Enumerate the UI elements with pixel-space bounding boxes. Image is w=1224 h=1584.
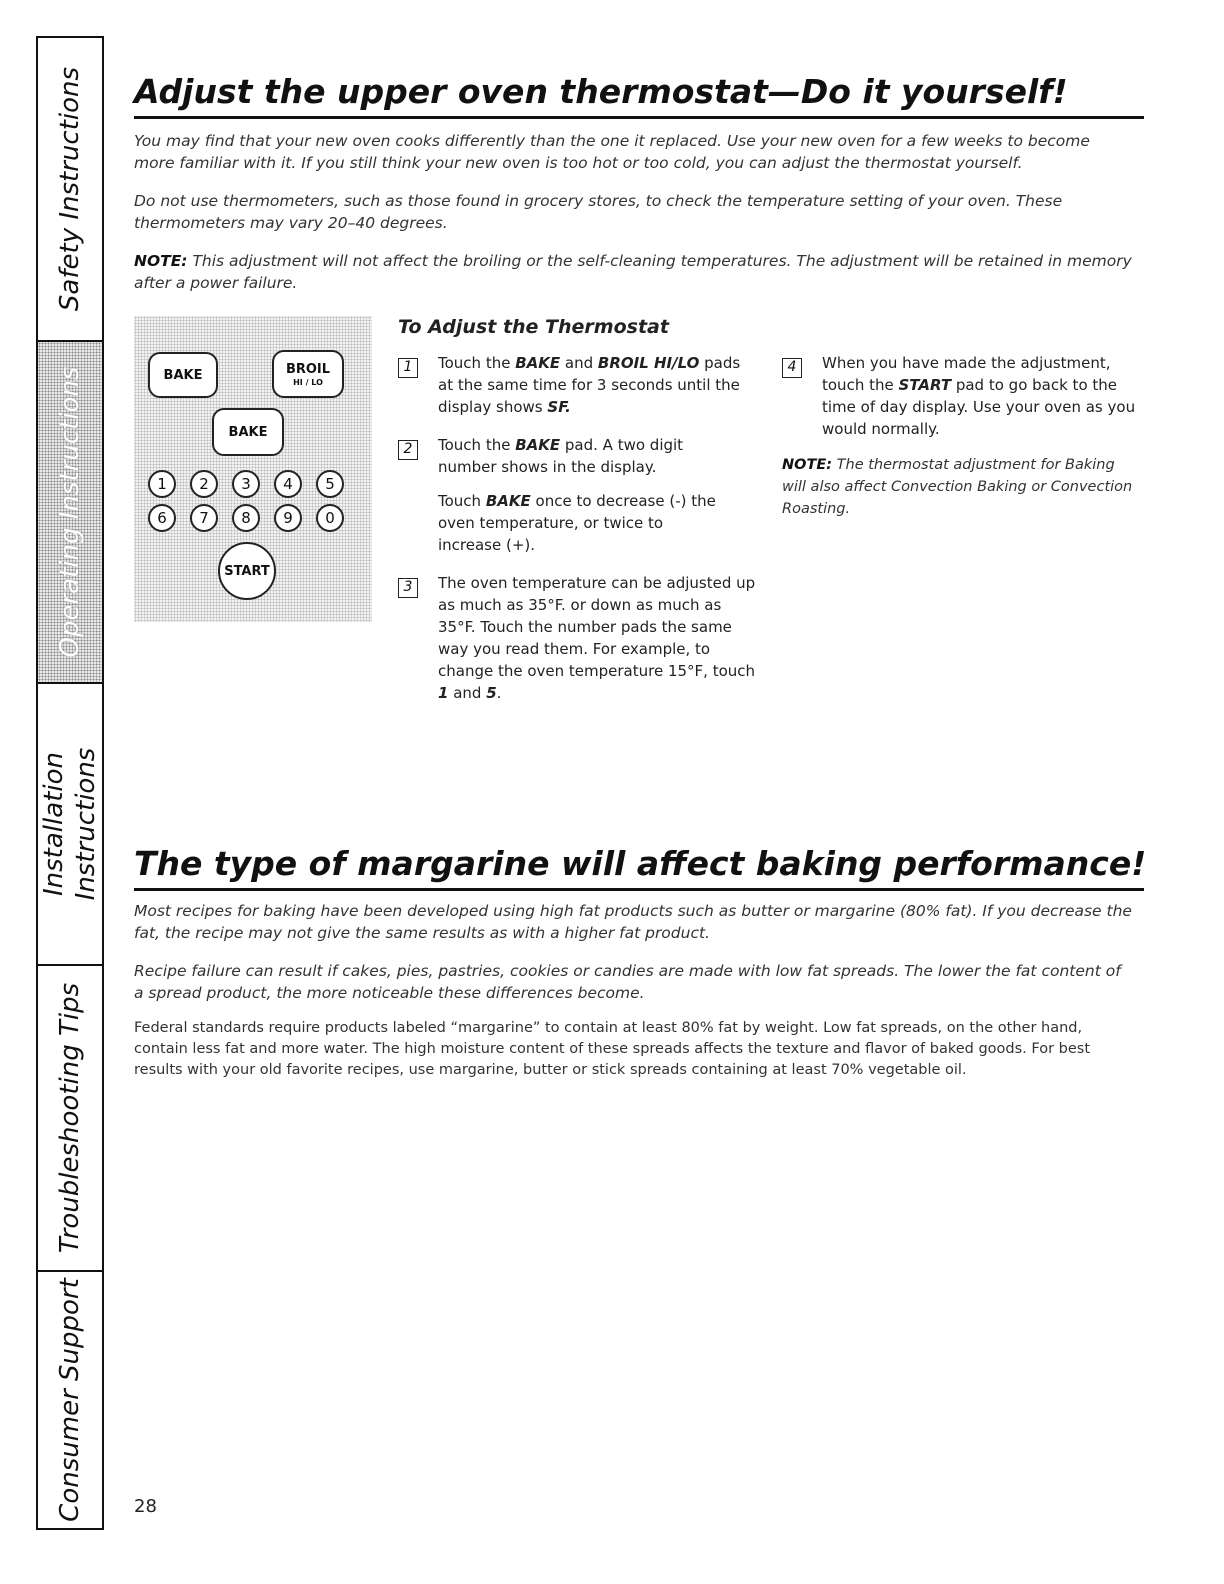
step-3-five: 5 xyxy=(486,684,497,702)
step-2-subtext-bake: BAKE xyxy=(485,492,531,510)
step-2-text: Touch the BAKE pad. A two digit number s… xyxy=(438,434,728,478)
tab-installation-instructions[interactable]: Installation Instructions xyxy=(38,684,102,966)
number-pad-2: 2 xyxy=(190,470,218,498)
number-pad-0: 0 xyxy=(316,504,344,532)
step-3-number: 3 xyxy=(398,578,418,598)
section1-note-text: This adjustment will not affect the broi… xyxy=(134,252,1132,292)
number-pad-1: 1 xyxy=(148,470,176,498)
tab-troubleshooting-tips[interactable]: Troubleshooting Tips xyxy=(38,966,102,1272)
step-1-text-c: and xyxy=(560,354,598,372)
step-1-broil: BROIL HI/LO xyxy=(597,354,700,372)
number-pad-4: 4 xyxy=(274,470,302,498)
step-1-text-a: Touch the xyxy=(438,354,516,372)
tab-installation-line2: Instructions xyxy=(71,747,101,901)
step-1-text-e: pads at the same time for 3 seconds unti… xyxy=(438,354,741,416)
section2-para3: Federal standards require products label… xyxy=(134,1020,1091,1078)
tab-operating-instructions[interactable]: Operating Instructions xyxy=(38,342,102,684)
tab-safety-instructions[interactable]: Safety Instructions xyxy=(38,38,102,342)
tab-safety-label: Safety Instructions xyxy=(55,66,85,312)
section2-title: The type of margarine will affect baking… xyxy=(134,844,1147,883)
tab-operating-label: Operating Instructions xyxy=(55,366,85,658)
step-4-number: 4 xyxy=(782,358,802,378)
tab-consumer-support[interactable]: Consumer Support xyxy=(38,1272,102,1528)
step-2-subtext-c: once to decrease (-) the oven temperatur… xyxy=(438,492,716,554)
step-2-number: 2 xyxy=(398,440,418,460)
tab-installation-label: Installation Instructions xyxy=(38,748,102,901)
bake-pad-label: BAKE xyxy=(163,367,203,383)
number-pad-9: 9 xyxy=(274,504,302,532)
control-panel-illustration: BAKE BROIL HI / LO BAKE 1 2 3 4 5 6 7 8 … xyxy=(134,316,372,622)
steps-note-text: The thermostat adjustment for Baking wil… xyxy=(782,457,1133,517)
section1-para2: Do not use thermometers, such as those f… xyxy=(134,192,1063,232)
step-3-text-c: and xyxy=(448,684,487,702)
step-2-text-c: pad. A two digit number shows in the dis… xyxy=(438,436,684,476)
step-4-start: START xyxy=(898,376,952,394)
steps-note-label: NOTE: xyxy=(782,457,833,473)
start-pad: START xyxy=(218,542,276,600)
steps-note: NOTE: The thermostat adjustment for Baki… xyxy=(782,454,1142,520)
step-4-text-a: When you have made the adjustment, touch… xyxy=(822,354,1111,394)
number-pad-5: 5 xyxy=(316,470,344,498)
steps-heading: To Adjust the Thermostat xyxy=(398,316,669,338)
step-4-text-c: pad to go back to the time of day displa… xyxy=(822,376,1136,438)
section1-note: NOTE: This adjustment will not affect th… xyxy=(134,250,1134,294)
broil-pad-sublabel: HI / LO xyxy=(293,377,323,387)
step-1-number: 1 xyxy=(398,358,418,378)
section1-title: Adjust the upper oven thermostat—Do it y… xyxy=(134,72,1068,111)
tab-troubleshooting-label: Troubleshooting Tips xyxy=(55,982,85,1254)
section2-rule xyxy=(134,888,1144,891)
section1-para1: You may find that your new oven cooks di… xyxy=(134,132,1090,172)
step-2-subtext-a: Touch xyxy=(438,492,486,510)
section2-para2: Recipe failure can result if cakes, pies… xyxy=(134,962,1121,1002)
number-pad-8: 8 xyxy=(232,504,260,532)
bake-pad-secondary: BAKE xyxy=(212,408,284,456)
number-pad-3: 3 xyxy=(232,470,260,498)
step-3-text-e: . xyxy=(496,684,502,702)
tab-installation-line1: Installation xyxy=(39,751,69,897)
bake-pad-secondary-label: BAKE xyxy=(228,424,268,440)
step-1-sf: SF. xyxy=(547,398,571,416)
number-pad-7: 7 xyxy=(190,504,218,532)
section1-note-label: NOTE: xyxy=(134,252,188,270)
step-1-text: Touch the BAKE and BROIL HI/LO pads at t… xyxy=(438,352,758,418)
step-3-one: 1 xyxy=(438,684,449,702)
bake-pad: BAKE xyxy=(148,352,218,398)
section2-para1: Most recipes for baking have been develo… xyxy=(134,902,1132,942)
side-tab-strip: Safety Instructions Operating Instructio… xyxy=(36,36,104,1530)
step-3-text: The oven temperature can be adjusted up … xyxy=(438,572,758,704)
step-4-text: When you have made the adjustment, touch… xyxy=(822,352,1138,440)
broil-pad-label: BROIL xyxy=(285,361,331,377)
broil-pad: BROIL HI / LO xyxy=(272,350,344,398)
step-2-bake: BAKE xyxy=(515,436,561,454)
start-pad-label: START xyxy=(224,563,270,579)
step-2-subtext: Touch BAKE once to decrease (-) the oven… xyxy=(438,490,718,556)
step-3-text-a: The oven temperature can be adjusted up … xyxy=(438,574,756,680)
page-number: 28 xyxy=(134,1496,157,1517)
number-pad-6: 6 xyxy=(148,504,176,532)
section1-rule xyxy=(134,116,1144,119)
step-2-text-a: Touch the xyxy=(438,436,516,454)
step-1-bake: BAKE xyxy=(515,354,561,372)
tab-consumer-label: Consumer Support xyxy=(55,1278,85,1522)
